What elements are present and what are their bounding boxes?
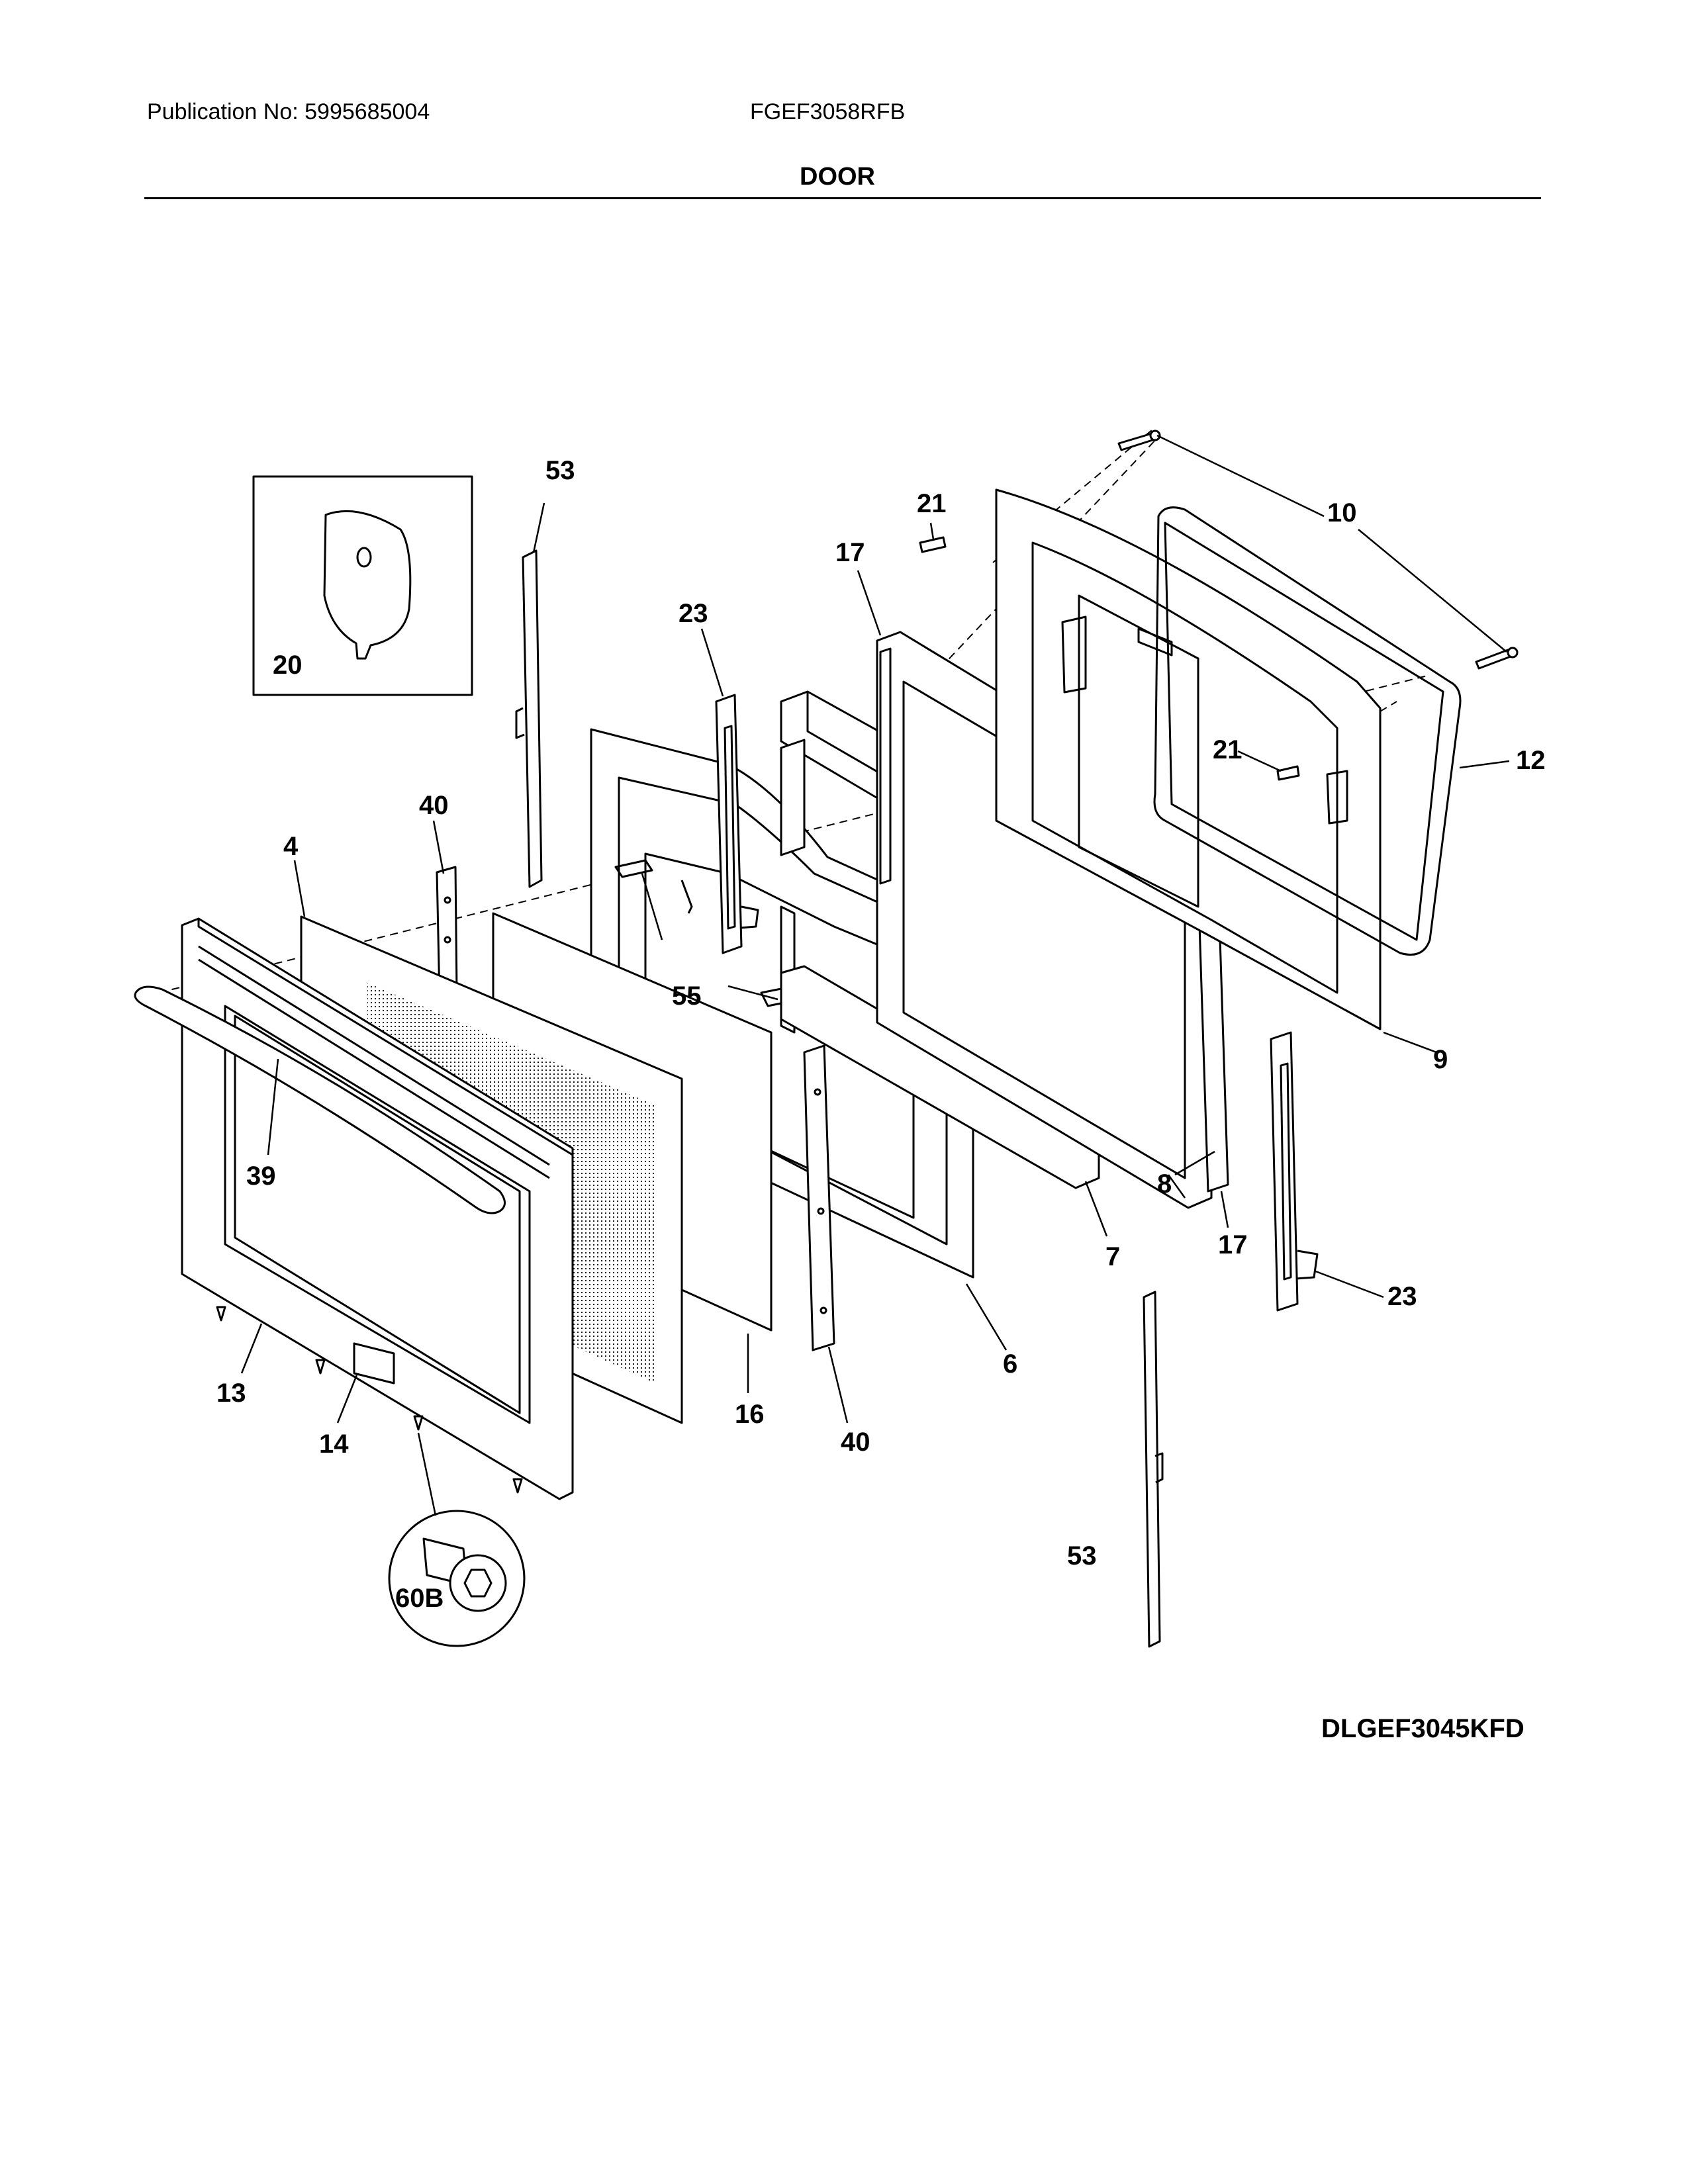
callout-13: 13 xyxy=(216,1379,246,1408)
part-60b-screw-detail xyxy=(388,1510,526,1647)
part-23-upper-hinge xyxy=(715,694,759,954)
part-39-handle xyxy=(134,985,506,1214)
callout-labels: 53 21 17 10 23 20 21 12 40 4 55 9 39 8 1… xyxy=(216,456,1546,1613)
header-rule xyxy=(144,197,1541,199)
section-title: DOOR xyxy=(800,163,875,191)
callout-20: 20 xyxy=(273,651,303,680)
part-40-lower-bracket xyxy=(803,1044,835,1351)
part-9-inner-panel xyxy=(995,488,1382,1030)
callout-8: 8 xyxy=(1157,1169,1172,1199)
model-number: FGEF3058RFB xyxy=(750,99,906,124)
part-53-lower-strip xyxy=(1143,1291,1164,1648)
callout-21-upper: 21 xyxy=(917,489,947,518)
diagram-id: DLGEF3045KFD xyxy=(1321,1714,1524,1743)
callout-39: 39 xyxy=(246,1161,276,1191)
callout-17-lower: 17 xyxy=(1218,1230,1248,1259)
callout-14: 14 xyxy=(319,1430,349,1459)
callout-53-upper: 53 xyxy=(545,456,575,485)
callout-40-upper: 40 xyxy=(419,791,449,820)
callout-53-lower: 53 xyxy=(1067,1541,1097,1570)
callout-21-lower: 21 xyxy=(1213,735,1243,764)
part-14-label-plate xyxy=(353,1342,395,1385)
callout-60b: 60B xyxy=(395,1584,444,1613)
part-12-gasket xyxy=(1153,506,1462,956)
callout-10: 10 xyxy=(1327,498,1357,527)
callout-7: 7 xyxy=(1105,1242,1120,1271)
publication-number: Publication No: 5995685004 xyxy=(147,99,430,124)
callout-6: 6 xyxy=(1003,1349,1017,1379)
bottom-screws xyxy=(216,1306,523,1494)
leader-lines xyxy=(240,434,1510,1516)
callout-17-upper: 17 xyxy=(835,538,865,567)
part-10-screws xyxy=(1117,430,1519,670)
part-20-inset xyxy=(252,475,473,696)
callout-23-lower: 23 xyxy=(1387,1282,1417,1311)
callout-55: 55 xyxy=(672,981,702,1011)
callout-12: 12 xyxy=(1516,746,1546,775)
part-53-upper-strip xyxy=(515,549,543,888)
callout-9: 9 xyxy=(1433,1045,1448,1074)
callout-23-upper: 23 xyxy=(679,599,708,628)
callout-4: 4 xyxy=(283,832,299,861)
callout-40-lower: 40 xyxy=(841,1428,870,1457)
callout-16: 16 xyxy=(735,1400,765,1429)
part-23-lower-hinge xyxy=(1270,1031,1319,1312)
part-21-clips xyxy=(919,536,1300,781)
